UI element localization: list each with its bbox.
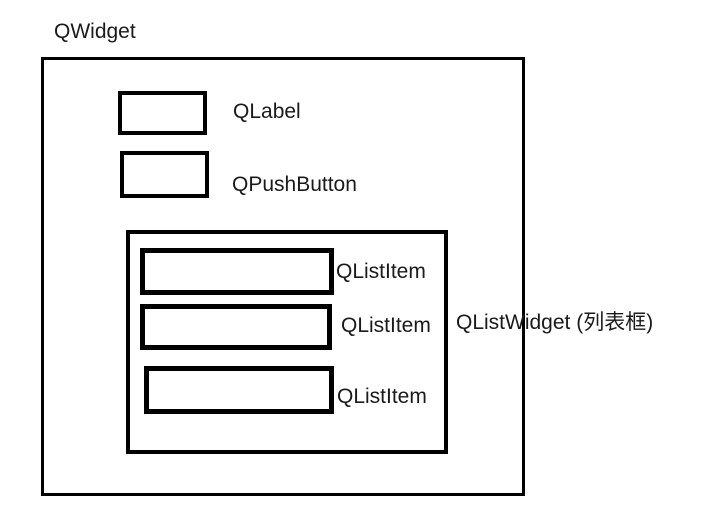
qlistwidget-label: QListWidget (列表框)	[456, 311, 654, 334]
qlabel-label: QLabel	[233, 100, 301, 123]
qwidget-title: QWidget	[54, 20, 136, 43]
qpushbutton-box	[120, 151, 209, 198]
qlistitem-label: QListItem	[341, 314, 431, 337]
qlistitem-box	[140, 248, 334, 295]
qlistitem-label: QListItem	[337, 385, 427, 408]
qlabel-box	[118, 91, 207, 135]
qlistitem-box	[144, 366, 334, 414]
qlistitem-label: QListItem	[336, 260, 426, 283]
qlistitem-box	[140, 304, 332, 350]
qpushbutton-label: QPushButton	[232, 173, 357, 196]
